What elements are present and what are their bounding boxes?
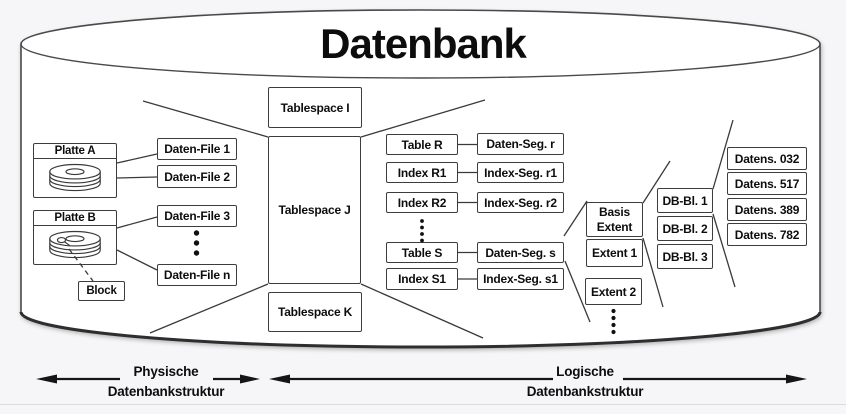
- db-block-3-box: DB-Bl. 3: [657, 244, 713, 269]
- record-782-box: Datens. 782: [727, 223, 807, 246]
- index-r2-label: Index R2: [397, 195, 447, 210]
- tablespace-k-label: Tablespace K: [277, 305, 353, 319]
- basis-extent-label-line2: Extent: [596, 219, 633, 234]
- index-r2-box: Index R2: [386, 192, 458, 213]
- db-block-2-box: DB-Bl. 2: [657, 216, 713, 241]
- extent-1-label: Extent 1: [591, 246, 638, 260]
- daten-file-3-label: Daten-File 3: [164, 209, 230, 223]
- tablespace-i-box: Tablespace I: [268, 87, 362, 128]
- db-block-1-label: DB-Bl. 1: [662, 193, 708, 208]
- db-block-3-label: DB-Bl. 3: [662, 249, 708, 264]
- ellipsis-files-icon: [193, 230, 200, 256]
- index-seg-r1-box: Index-Seg. r1: [477, 162, 564, 183]
- bottom-divider: [0, 404, 846, 405]
- record-782-label: Datens. 782: [734, 227, 800, 242]
- index-seg-r2-label: Index-Seg. r2: [484, 195, 557, 210]
- ellipsis-extents-icon: [611, 308, 616, 335]
- block-marker-icon: [56, 236, 67, 244]
- basis-extent-label-line1: Basis: [598, 204, 631, 219]
- daten-file-3-box: Daten-File 3: [157, 205, 237, 227]
- index-r1-label: Index R1: [397, 165, 447, 180]
- record-389-label: Datens. 389: [734, 202, 800, 217]
- daten-seg-s-label: Daten-Seg. s: [485, 245, 556, 260]
- db-block-1-box: DB-Bl. 1: [657, 188, 713, 213]
- disk-icon: [34, 226, 116, 264]
- extent-2-box: Extent 2: [585, 278, 642, 305]
- basis-extent-box: Basis Extent: [586, 202, 643, 237]
- block-box: Block: [78, 281, 125, 301]
- db-block-2-label: DB-Bl. 2: [662, 221, 708, 236]
- daten-file-2-label: Daten-File 2: [164, 169, 230, 184]
- daten-seg-r-box: Daten-Seg. r: [477, 133, 564, 155]
- index-seg-s1-box: Index-Seg. s1: [477, 268, 564, 290]
- disk-a-box: Platte A: [33, 143, 117, 198]
- daten-seg-s-box: Daten-Seg. s: [477, 242, 564, 263]
- record-517-box: Datens. 517: [727, 172, 807, 195]
- index-seg-r1-label: Index-Seg. r1: [484, 165, 557, 180]
- index-s1-label: Index S1: [398, 272, 446, 286]
- daten-file-1-label: Daten-File 1: [164, 142, 230, 156]
- tablespace-j-box: Tablespace J: [268, 136, 361, 284]
- daten-file-n-box: Daten-File n: [157, 264, 237, 286]
- ellipsis-objects-icon: [420, 219, 424, 243]
- physical-structure-label: Physische Datenbankstruktur: [96, 362, 236, 402]
- disk-a-label: Platte A: [34, 144, 116, 159]
- block-label: Block: [86, 285, 117, 297]
- disk-b-box: Platte B: [33, 210, 117, 265]
- daten-file-n-label: Daten-File n: [163, 268, 231, 282]
- logical-structure-label-line1: Logische: [556, 364, 614, 379]
- index-seg-r2-box: Index-Seg. r2: [477, 192, 564, 213]
- daten-file-2-box: Daten-File 2: [157, 165, 237, 188]
- cylinder-bottom-edge: [19, 311, 822, 349]
- disk-icon: [34, 159, 116, 197]
- record-517-label: Datens. 517: [734, 176, 800, 191]
- record-032-box: Datens. 032: [727, 147, 807, 170]
- index-seg-s1-label: Index-Seg. s1: [483, 272, 558, 286]
- physical-structure-label-line1: Physische: [133, 364, 199, 379]
- physical-structure-label-line2: Datenbankstruktur: [107, 384, 225, 399]
- object-segment-connectors: [458, 143, 477, 280]
- table-r-label: Table R: [401, 137, 443, 152]
- diagram-title: Datenbank: [320, 20, 527, 67]
- daten-seg-r-label: Daten-Seg. r: [486, 137, 555, 151]
- logical-structure-label-line2: Datenbankstruktur: [526, 384, 644, 399]
- table-s-label: Table S: [401, 245, 443, 260]
- record-032-label: Datens. 032: [734, 151, 800, 166]
- table-r-box: Table R: [386, 134, 458, 155]
- disk-file-connectors: [116, 153, 158, 271]
- tablespace-j-label: Tablespace J: [278, 203, 351, 217]
- tablespace-i-label: Tablespace I: [280, 100, 350, 115]
- index-s1-box: Index S1: [386, 268, 458, 290]
- extent-1-box: Extent 1: [586, 239, 643, 267]
- record-389-box: Datens. 389: [727, 198, 807, 221]
- index-r1-box: Index R1: [386, 162, 458, 183]
- logical-structure-label: Logische Datenbankstruktur: [505, 362, 665, 402]
- daten-file-1-box: Daten-File 1: [157, 138, 237, 160]
- disk-b-label: Platte B: [34, 211, 116, 226]
- table-s-box: Table S: [386, 242, 458, 263]
- extent-2-label: Extent 2: [590, 284, 637, 299]
- tablespace-k-box: Tablespace K: [268, 292, 362, 332]
